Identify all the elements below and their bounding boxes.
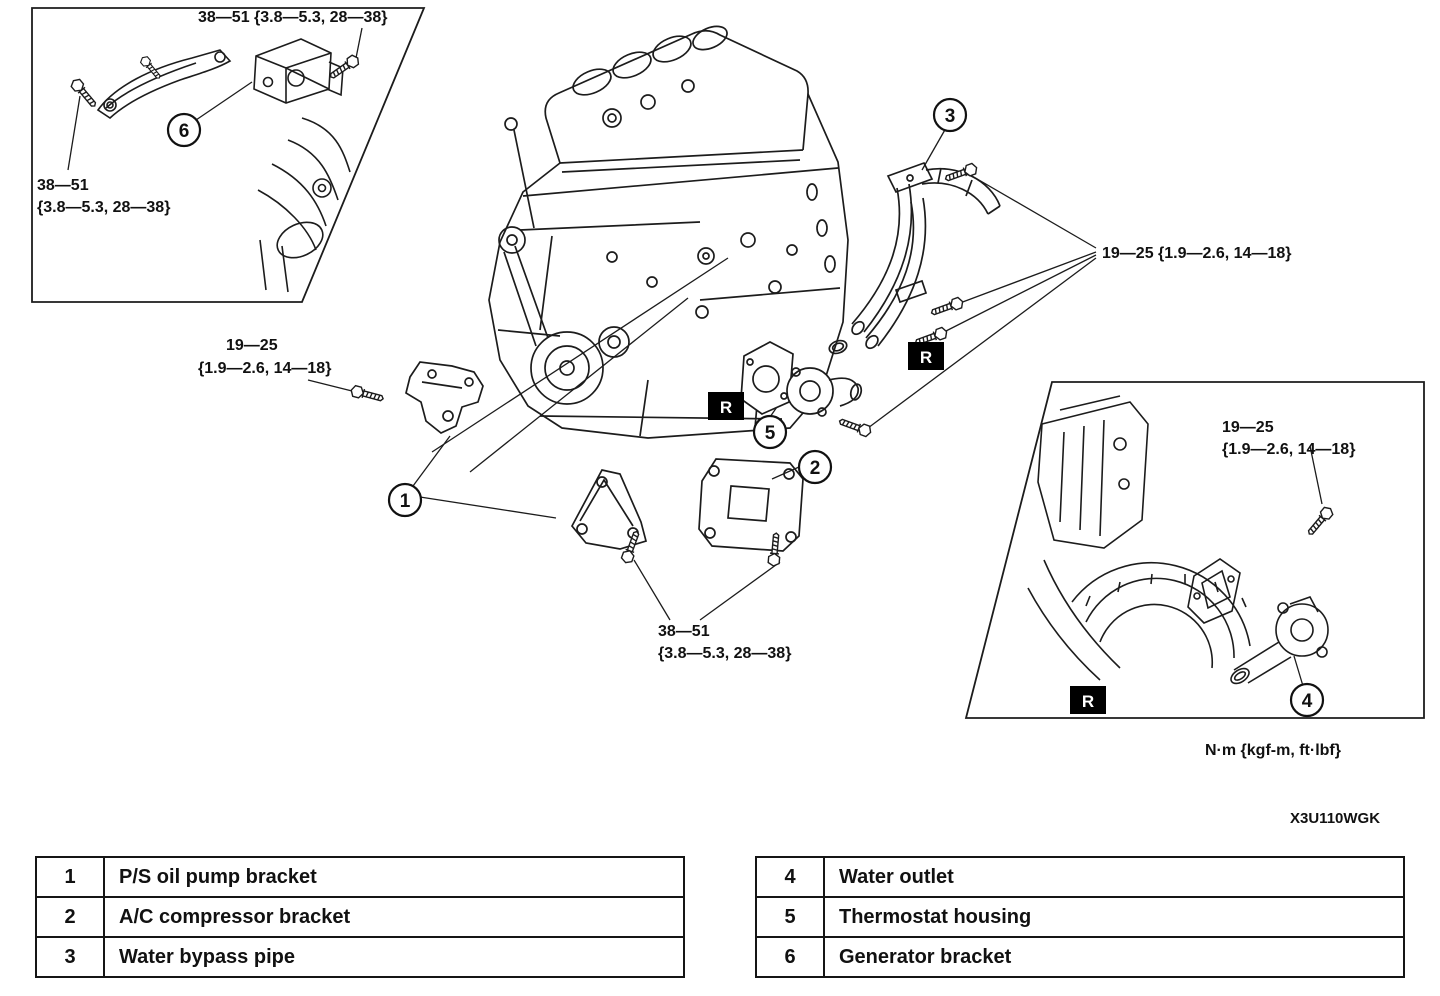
bolt-icon — [1304, 504, 1336, 539]
engine-main-drawing — [488, 25, 849, 439]
ps-oil-pump-bracket-part — [405, 361, 484, 434]
water-outlet-gasket — [1187, 558, 1241, 624]
units-note: N·m {kgf-m, ft·lbf} — [1205, 742, 1341, 759]
legend-row: 6 Generator bracket — [755, 936, 1405, 978]
r-marker-pipe: R — [908, 342, 944, 370]
callout-4: 4 — [1289, 682, 1325, 718]
callout-2: 2 — [797, 449, 833, 485]
torque-label-mid-left-l2: {1.9—2.6, 14—18} — [198, 360, 331, 377]
torque-label-top: 38—51 {3.8—5.3, 28—38} — [198, 9, 387, 26]
legend-table-right: 4 Water outlet 5 Thermostat housing 6 Ge… — [755, 856, 1405, 978]
torque-label-mid-left-l1: 19—25 — [226, 337, 278, 354]
water-bypass-pipe-part — [851, 161, 1001, 350]
legend-part-name: Thermostat housing — [823, 896, 1405, 938]
r-marker-thermostat: R — [708, 392, 744, 420]
svg-text:4: 4 — [1302, 691, 1313, 712]
legend-row: 3 Water bypass pipe — [35, 936, 685, 978]
engine-corner-art — [257, 117, 351, 293]
svg-text:R: R — [720, 398, 732, 417]
torque-label-inset-l1: 19—25 — [1222, 419, 1274, 436]
svg-text:5: 5 — [765, 423, 776, 444]
torque-label-left-l2: {3.8—5.3, 28—38} — [37, 199, 170, 216]
legend-row: 1 P/S oil pump bracket — [35, 856, 685, 898]
torque-label-right: 19—25 {1.9—2.6, 14—18} — [1102, 245, 1291, 262]
torque-label-bottom-l2: {3.8—5.3, 28—38} — [658, 645, 791, 662]
legend-part-name: A/C compressor bracket — [103, 896, 685, 938]
legend-part-name: Water outlet — [823, 856, 1405, 898]
svg-text:1: 1 — [400, 491, 411, 512]
generator-bracket-part — [96, 49, 232, 120]
inset-border — [964, 381, 1425, 719]
thermostat-housing-part — [740, 339, 863, 417]
legend-part-name: Generator bracket — [823, 936, 1405, 978]
legend-part-name: P/S oil pump bracket — [103, 856, 685, 898]
legend-part-number: 1 — [35, 856, 105, 898]
leader-lines — [67, 27, 1323, 687]
inset-generator-bracket — [31, 7, 426, 303]
torque-label-bottom-l1: 38—51 — [658, 623, 710, 640]
legend-part-number: 5 — [755, 896, 825, 938]
callout-3: 3 — [932, 97, 968, 133]
callout-5: 5 — [752, 414, 788, 450]
figure-code: X3U110WGK — [1290, 810, 1380, 827]
legend-table-left: 1 P/S oil pump bracket 2 A/C compressor … — [35, 856, 685, 978]
torque-label-left-l1: 38—51 — [37, 177, 89, 194]
bolt-icon — [349, 384, 386, 405]
svg-text:6: 6 — [179, 121, 190, 142]
callout-6: 6 — [166, 112, 202, 148]
bolt-icon — [928, 295, 966, 319]
legend-part-number: 3 — [35, 936, 105, 978]
r-marker-water-outlet: R — [1070, 686, 1106, 714]
bolt-icon — [942, 161, 980, 185]
legend-part-number: 6 — [755, 936, 825, 978]
callout-1: 1 — [387, 482, 423, 518]
legend-part-number: 2 — [35, 896, 105, 938]
inset-water-outlet — [964, 381, 1425, 719]
ac-compressor-bracket-part — [698, 458, 804, 552]
inset-border — [31, 7, 426, 303]
water-outlet-part — [1230, 596, 1329, 685]
bolt-icon — [326, 52, 362, 83]
bolt-icon — [836, 415, 874, 439]
svg-text:R: R — [920, 348, 932, 367]
svg-text:3: 3 — [945, 106, 956, 127]
legend-part-name: Water bypass pipe — [103, 936, 685, 978]
bolt-icon — [68, 76, 100, 111]
svg-text:R: R — [1082, 692, 1094, 711]
svg-text:2: 2 — [810, 458, 821, 479]
generator-mount-block — [253, 38, 344, 104]
legend-row: 4 Water outlet — [755, 856, 1405, 898]
legend-row: 5 Thermostat housing — [755, 896, 1405, 938]
legend-part-number: 4 — [755, 856, 825, 898]
engine-diagram: R R R 1 2 3 4 5 6 38—51 {3.8—5.3, 28—38}… — [31, 7, 1425, 827]
engine-corner-art — [1027, 395, 1251, 681]
torque-label-inset-l2: {1.9—2.6, 14—18} — [1222, 441, 1355, 458]
legend-row: 2 A/C compressor bracket — [35, 896, 685, 938]
